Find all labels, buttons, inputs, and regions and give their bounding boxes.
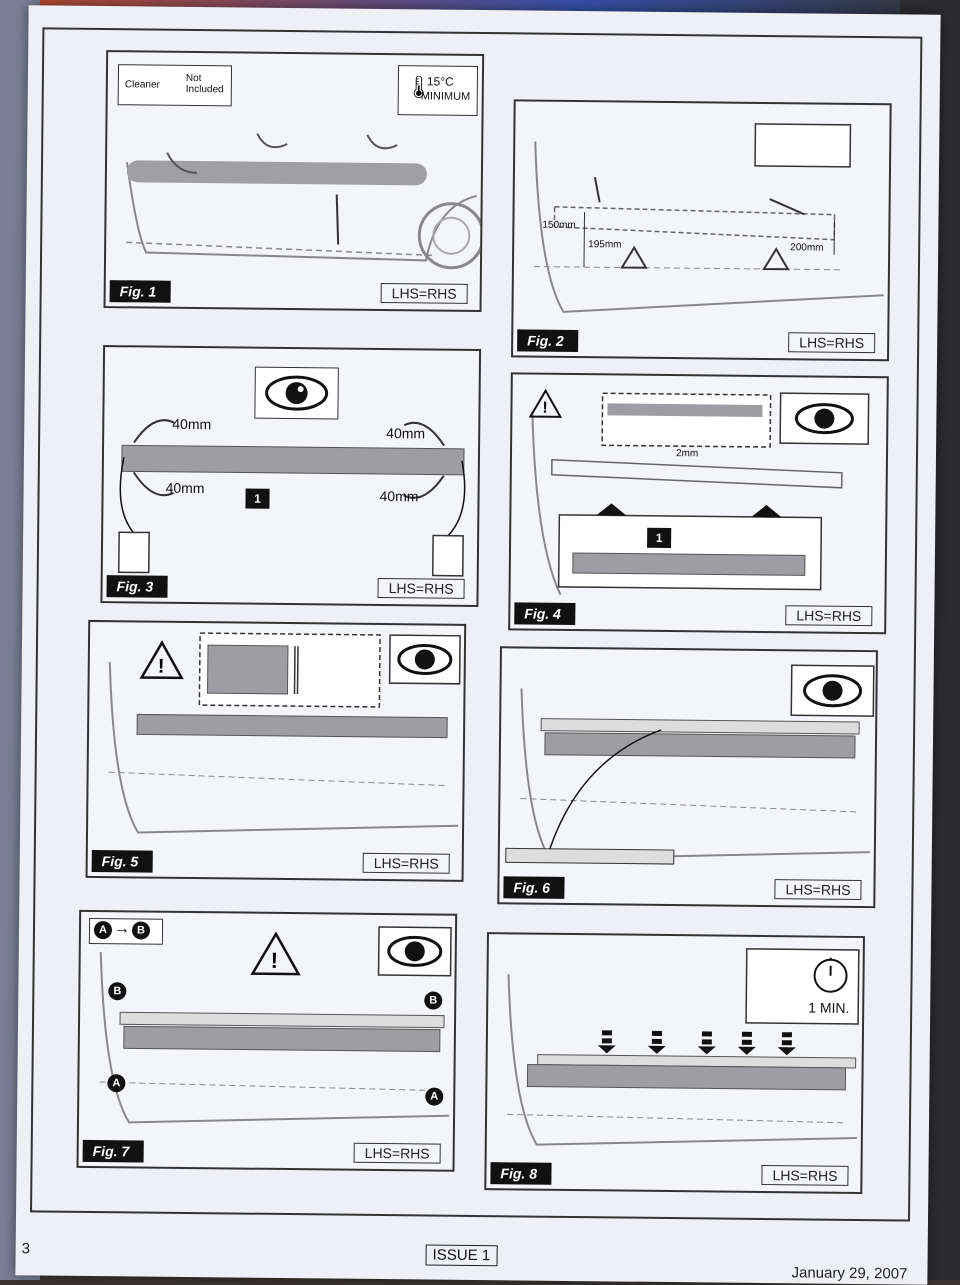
fig-2-lhs-rhs: LHS=RHS [788,332,876,354]
part-number-1: 1 [245,488,270,509]
not-included-label: Not Included [185,72,224,96]
temperature-value: 15°C [426,74,454,89]
panel-fig-2: 150mm 195mm 200mm Fig. 2 LHS=RHS [511,99,892,362]
fig-4-lhs-rhs: LHS=RHS [785,605,873,627]
fig-3-label: Fig. 3 [106,575,168,598]
sheet-frame: Cleaner Not Included 🌡 15°C MINIMUM Fig.… [30,27,923,1222]
eye-icon [265,375,329,411]
measure-40mm-bottom-right: 40mm [379,487,419,505]
label-b: B [131,921,151,940]
part-number-1: 1 [647,527,672,549]
arrow-icon: → [113,920,131,938]
fig-5-lhs-rhs: LHS=RHS [362,852,450,874]
measure-40mm-bottom-left: 40mm [165,479,205,497]
instruction-sheet: Cleaner Not Included 🌡 15°C MINIMUM Fig.… [15,5,941,1285]
cleaner-label: Cleaner [124,79,160,91]
fig-7-label: Fig. 7 [82,1139,144,1163]
temperature-minimum: MINIMUM [420,90,471,103]
measure-40mm-top-right: 40mm [386,425,426,442]
measure-200mm: 200mm [790,242,824,254]
inspect-eye-box [254,366,339,420]
measure-195mm: 195mm [588,239,622,251]
page-number: 3 [21,1240,31,1258]
fig-5-label: Fig. 5 [91,849,153,873]
panel-fig-7: ! A→B B B A A Fig. 7 LHS=RHS [76,909,458,1172]
issue-badge: ISSUE 1 [425,1244,498,1267]
marker-a-right: A [425,1087,444,1106]
marker-a-left: A [107,1074,126,1093]
fig-7-lhs-rhs: LHS=RHS [353,1142,441,1164]
fig-1-lhs-rhs: LHS=RHS [380,282,468,304]
fig-3-lhs-rhs: LHS=RHS [377,577,465,599]
svg-text:!: ! [158,656,165,678]
measure-150mm: 150mm [542,219,576,232]
fig-2-drawing [533,123,884,313]
marker-b-right: B [424,991,443,1010]
panel-fig-1: Cleaner Not Included 🌡 15°C MINIMUM Fig.… [103,50,485,313]
fig-2-label: Fig. 2 [517,329,578,353]
panel-fig-3: 40mm 40mm 40mm 40mm 1 Fig. 3 LHS=RHS [100,345,482,608]
fig-6-lhs-rhs: LHS=RHS [774,879,862,901]
fig-7-drawing: ! [99,926,452,1124]
fig-8-lhs-rhs: LHS=RHS [761,1164,849,1186]
fig-5-drawing: ! [108,632,461,834]
svg-text:!: ! [542,400,548,417]
panel-fig-6: Fig. 6 LHS=RHS [497,646,878,909]
fig-8-label: Fig. 8 [490,1162,552,1185]
label-a: A [93,920,113,940]
panel-fig-4: ! 2mm 1 Fig. 4 LHS=RHS [508,372,889,635]
fig-8-drawing [507,948,860,1146]
press-duration: 1 MIN. [808,999,850,1016]
marker-b-left: B [108,982,127,1001]
measure-2mm: 2mm [675,448,699,460]
fig-6-drawing [505,664,875,865]
svg-text:!: ! [271,948,279,973]
fig-1-label: Fig. 1 [109,280,171,303]
fig-3-drawing [117,419,466,577]
measure-40mm-top-left: 40mm [172,415,212,433]
panel-fig-5: ! Fig. 5 LHS=RHS [85,619,467,882]
fig-4-drawing: ! [528,388,870,596]
a-to-b-box: A→B [88,917,164,945]
panel-fig-8: 1 MIN. Fig. 8 LHS=RHS [484,932,865,1195]
fig-6-label: Fig. 6 [503,876,565,899]
fig-4-label: Fig. 4 [514,602,576,626]
temperature-box: 🌡 15°C MINIMUM [397,65,479,116]
